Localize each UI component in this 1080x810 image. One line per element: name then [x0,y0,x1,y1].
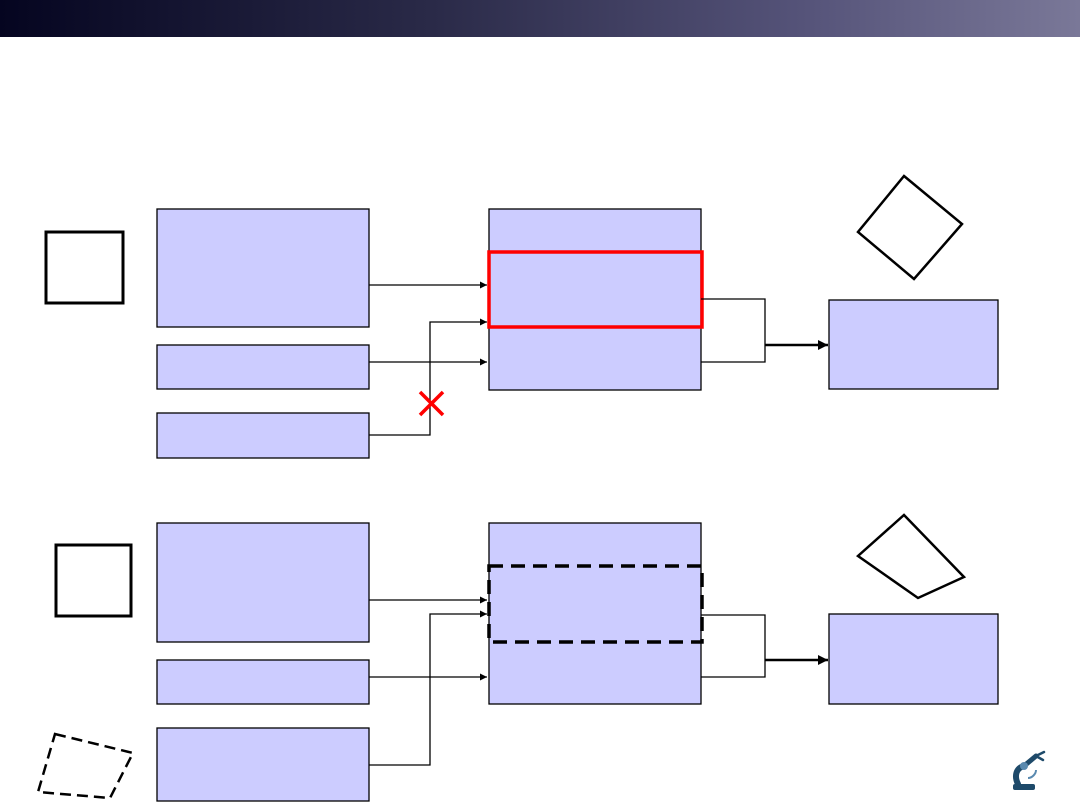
bottom-right-kite [855,513,967,600]
top-panel [44,174,999,459]
bottom-connector-3 [369,610,487,766]
top-input-box-1 [156,208,370,328]
bottom-highlight-region [487,564,704,644]
bottom-dashed-quad [36,732,135,800]
top-input-box-2 [156,344,370,390]
bottom-process-box [488,522,702,705]
bottom-output-box [828,613,999,705]
bottom-input-box-2 [156,659,370,705]
top-highlight-region [487,250,704,329]
top-connector-3 [369,318,487,436]
top-left-square [44,230,125,305]
title-bar [0,0,1080,37]
bottom-left-square [54,543,133,618]
top-output-box [828,299,999,390]
bottom-panel [36,513,999,802]
robot-arm-icon [1013,750,1046,790]
top-right-diamond [856,174,964,281]
top-process-box [488,208,702,391]
blocked-x-icon [418,390,445,417]
bottom-input-box-1 [156,522,370,643]
bottom-input-box-3 [156,727,370,802]
top-merge-line [701,298,766,363]
top-input-box-3 [156,412,370,459]
bottom-merge-line [701,614,766,678]
